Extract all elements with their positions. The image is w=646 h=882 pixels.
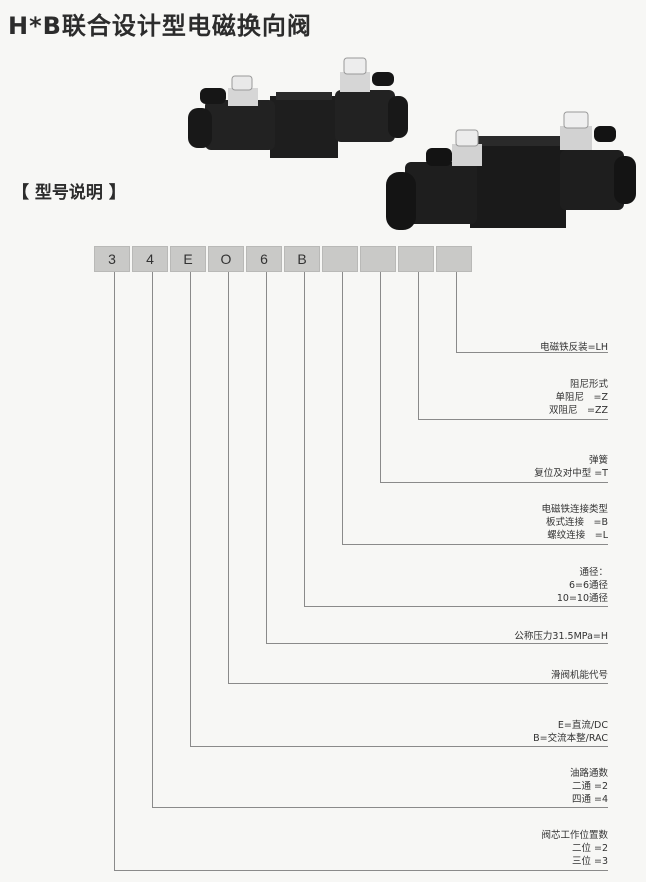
label-line: 阻尼形式 (569, 379, 608, 390)
page-title: H*B联合设计型电磁换向阀 (8, 12, 312, 40)
code-box-10 (436, 246, 472, 272)
label-line: E=直流/DC (557, 720, 608, 731)
code-box-8 (360, 246, 396, 272)
label-line: 阀芯工作位置数 (541, 830, 608, 841)
code-box-5: 6 (246, 246, 282, 272)
label-line: 10=10通径 (556, 593, 608, 604)
label-spool-function: 滑阀机能代号 (551, 669, 608, 682)
label-line: 复位及对中型 =T (534, 468, 608, 479)
label-line: 螺纹连接 =L (547, 530, 608, 541)
label-nominal-size: 通径： 6=6通径 10=10通径 (557, 566, 608, 605)
label-line: 双阻尼 =ZZ (549, 405, 608, 416)
code-box-6: B (284, 246, 320, 272)
valve-rear (188, 57, 408, 158)
label-line: 电磁铁连接类型 (541, 504, 608, 515)
label-line: 公称压力31.5MPa=H (514, 631, 608, 642)
label-line: 板式连接 =B (546, 517, 608, 528)
label-power-type: E=直流/DC B=交流本整/RAC (533, 719, 608, 745)
label-line: 油路通数 (569, 768, 608, 779)
section-heading: 【 型号说明 】 (12, 183, 126, 203)
label-line: B=交流本整/RAC (533, 733, 608, 744)
label-line: 通径： (579, 567, 608, 578)
label-line: 二通 =2 (571, 781, 608, 792)
label-connection-type: 电磁铁连接类型 板式连接 =B 螺纹连接 =L (541, 503, 608, 542)
label-line: 滑阀机能代号 (550, 670, 608, 681)
label-line: 电磁铁反装=LH (540, 342, 608, 353)
label-solenoid-reverse: 电磁铁反装=LH (540, 341, 608, 354)
label-spring: 弹簧 复位及对中型 =T (534, 454, 608, 480)
label-line: 二位 =2 (571, 843, 608, 854)
code-box-2: 4 (132, 246, 168, 272)
label-line: 弹簧 (588, 455, 608, 466)
label-line: 单阻尼 =Z (555, 392, 608, 403)
code-box-3: E (170, 246, 206, 272)
label-damping-type: 阻尼形式 单阻尼 =Z 双阻尼 =ZZ (549, 378, 608, 417)
valve-front (386, 111, 636, 230)
label-line: 6=6通径 (568, 580, 608, 591)
code-box-1: 3 (94, 246, 130, 272)
label-port-count: 油路通数 二通 =2 四通 =4 (570, 767, 608, 806)
valve-product-image (188, 57, 636, 230)
code-box-4: O (208, 246, 244, 272)
label-line: 三位 =3 (571, 856, 608, 867)
code-box-7 (322, 246, 358, 272)
code-box-9 (398, 246, 434, 272)
label-nominal-pressure: 公称压力31.5MPa=H (514, 630, 608, 643)
label-line: 四通 =4 (571, 794, 608, 805)
label-spool-positions: 阀芯工作位置数 二位 =2 三位 =3 (541, 829, 608, 868)
